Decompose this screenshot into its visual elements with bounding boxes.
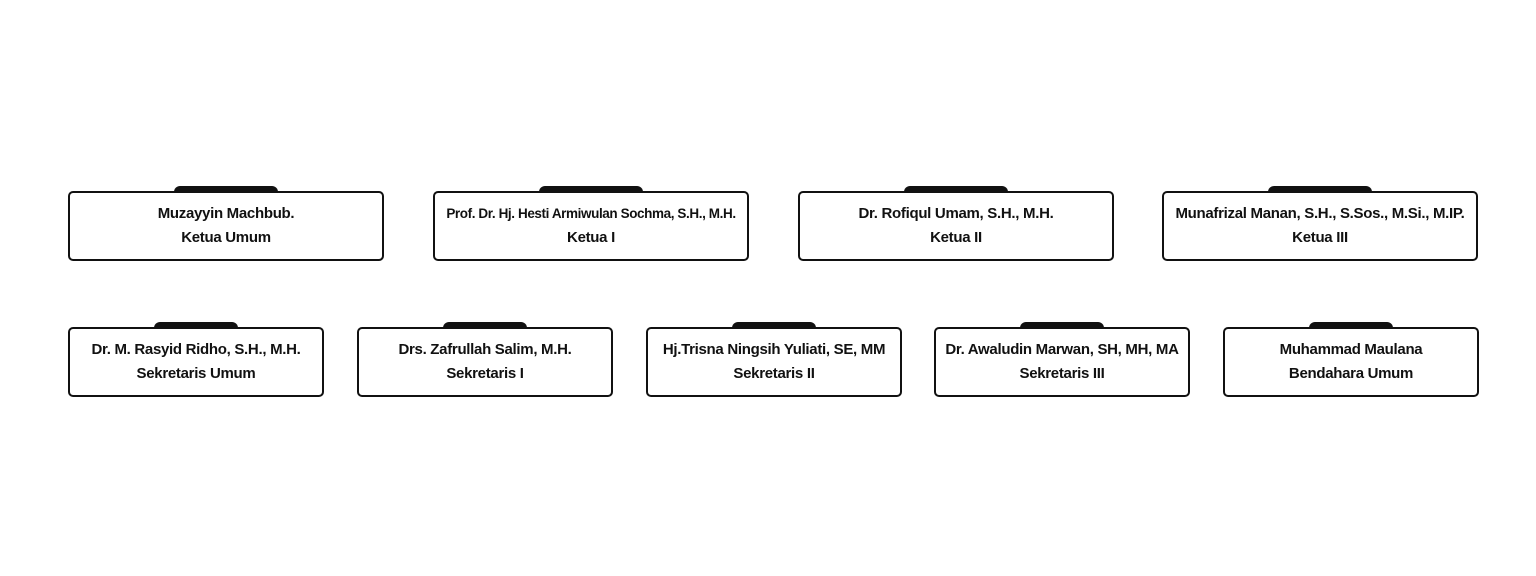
member-role: Sekretaris Umum <box>136 365 256 382</box>
member-card: Dr. Awaludin Marwan, SH, MH, MA Sekretar… <box>934 322 1190 402</box>
member-name: Dr. M. Rasyid Ridho, S.H., M.H. <box>91 341 301 358</box>
member-role: Ketua Umum <box>181 229 271 246</box>
member-name: Dr. Awaludin Marwan, SH, MH, MA <box>945 341 1179 358</box>
member-name: Muzayyin Machbub. <box>157 205 295 222</box>
card-box: Dr. Rofiqul Umam, S.H., M.H. Ketua II <box>798 191 1114 261</box>
card-box: Dr. Awaludin Marwan, SH, MH, MA Sekretar… <box>934 327 1190 397</box>
member-role: Sekretaris I <box>446 365 524 382</box>
member-card: Prof. Dr. Hj. Hesti Armiwulan Sochma, S.… <box>433 186 749 266</box>
member-role: Sekretaris II <box>733 365 815 382</box>
member-card: Drs. Zafrullah Salim, M.H. Sekretaris I <box>357 322 613 402</box>
member-card: Hj.Trisna Ningsih Yuliati, SE, MM Sekret… <box>646 322 902 402</box>
member-name: Munafrizal Manan, S.H., S.Sos., M.Si., M… <box>1175 205 1465 222</box>
member-name: Prof. Dr. Hj. Hesti Armiwulan Sochma, S.… <box>446 206 736 221</box>
member-name: Drs. Zafrullah Salim, M.H. <box>398 341 572 358</box>
member-name: Muhammad Maulana <box>1279 341 1423 358</box>
card-box: Drs. Zafrullah Salim, M.H. Sekretaris I <box>357 327 613 397</box>
card-box: Dr. M. Rasyid Ridho, S.H., M.H. Sekretar… <box>68 327 324 397</box>
card-box: Muhammad Maulana Bendahara Umum <box>1223 327 1479 397</box>
member-name: Dr. Rofiqul Umam, S.H., M.H. <box>858 205 1054 222</box>
member-role: Ketua II <box>930 229 982 246</box>
member-role: Bendahara Umum <box>1288 365 1414 382</box>
member-name: Hj.Trisna Ningsih Yuliati, SE, MM <box>662 341 886 358</box>
member-role: Sekretaris III <box>1019 365 1105 382</box>
member-role: Ketua III <box>1292 229 1348 246</box>
member-card: Dr. Rofiqul Umam, S.H., M.H. Ketua II <box>798 186 1114 266</box>
member-card: Munafrizal Manan, S.H., S.Sos., M.Si., M… <box>1162 186 1478 266</box>
card-box: Munafrizal Manan, S.H., S.Sos., M.Si., M… <box>1162 191 1478 261</box>
card-box: Muzayyin Machbub. Ketua Umum <box>68 191 384 261</box>
member-card: Muzayyin Machbub. Ketua Umum <box>68 186 384 266</box>
card-box: Prof. Dr. Hj. Hesti Armiwulan Sochma, S.… <box>433 191 749 261</box>
member-role: Ketua I <box>567 229 615 246</box>
member-card: Muhammad Maulana Bendahara Umum <box>1223 322 1479 402</box>
card-box: Hj.Trisna Ningsih Yuliati, SE, MM Sekret… <box>646 327 902 397</box>
member-card: Dr. M. Rasyid Ridho, S.H., M.H. Sekretar… <box>68 322 324 402</box>
